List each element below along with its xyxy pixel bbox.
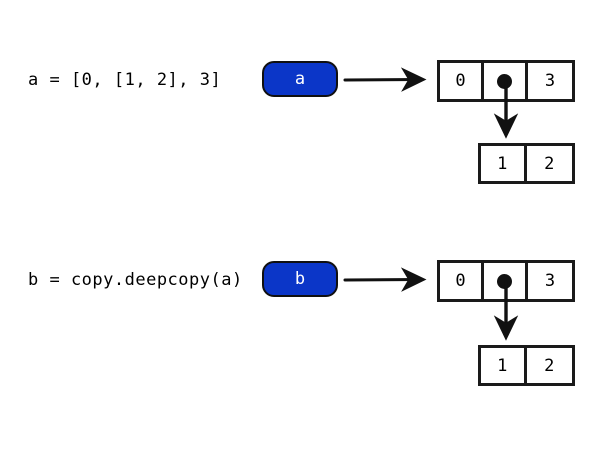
variable-badge-label: b bbox=[294, 268, 306, 289]
sublist-cell-1: 1 bbox=[481, 348, 527, 383]
list-box-a[interactable]: 0 3 bbox=[437, 60, 575, 102]
sublist-box-a[interactable]: 1 2 bbox=[478, 143, 575, 184]
list-cell-pointer bbox=[484, 63, 529, 99]
list-cell-0: 0 bbox=[440, 63, 485, 99]
sublist-cell-2: 2 bbox=[544, 153, 555, 174]
code-label-b: b = copy.deepcopy(a) bbox=[28, 270, 243, 290]
list-cell-3: 3 bbox=[544, 271, 556, 291]
variable-badge-label: a bbox=[294, 68, 306, 89]
variable-badge-a[interactable]: a bbox=[262, 61, 338, 97]
sublist-cell-1: 1 bbox=[481, 146, 527, 181]
variable-badge-b[interactable]: b bbox=[262, 261, 338, 297]
right-arrow-icon-a bbox=[343, 67, 427, 92]
pointer-dot-icon bbox=[497, 273, 513, 289]
sublist-cell-2: 2 bbox=[544, 355, 555, 376]
pointer-dot-icon bbox=[497, 73, 513, 89]
list-cell-0: 0 bbox=[440, 263, 485, 299]
list-cell-3: 3 bbox=[544, 71, 556, 91]
list-box-b[interactable]: 0 3 bbox=[437, 260, 575, 302]
code-label-a: a = [0, [1, 2], 3] bbox=[28, 70, 222, 90]
sublist-box-b[interactable]: 1 2 bbox=[478, 345, 575, 386]
right-arrow-icon-b bbox=[343, 267, 427, 292]
list-cell-pointer bbox=[484, 263, 529, 299]
